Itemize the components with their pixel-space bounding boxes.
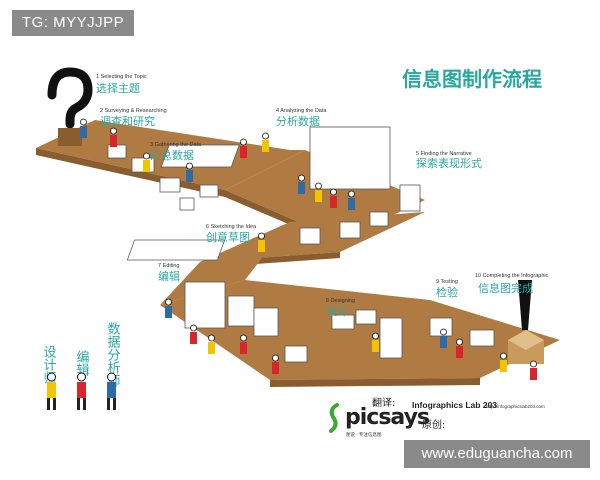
step-4-en: 4 Analyzing the Data bbox=[276, 108, 327, 114]
site-watermark: www.eduguancha.com bbox=[404, 440, 590, 468]
original-by-label: 原创: bbox=[422, 418, 445, 431]
step-7-en: 7 Editing bbox=[158, 263, 179, 269]
person-figure bbox=[272, 354, 279, 374]
person-figure bbox=[190, 324, 197, 344]
role-legend: 设计师 编辑 数据分析师 bbox=[41, 322, 121, 410]
step-6-label: 6 Sketching the Idea 创意草图 bbox=[206, 224, 257, 244]
lab-url: http://infographicslab203.com bbox=[486, 404, 545, 409]
step-5-en: 5 Finding the Narrative bbox=[416, 151, 472, 157]
person-figure bbox=[143, 152, 150, 172]
step-3-cn: 汇总数据 bbox=[150, 148, 194, 162]
step-10-label: 10 Completing the Infographic 信息图完成 bbox=[475, 273, 549, 295]
person-figure bbox=[530, 360, 537, 380]
step-5-label: 5 Finding the Narrative 探索表现形式 bbox=[416, 151, 482, 170]
person-figure bbox=[258, 232, 265, 252]
step-8-cn: 设计 bbox=[326, 305, 348, 318]
analyst-figure bbox=[107, 372, 116, 410]
translated-by-label: 翻译: bbox=[372, 397, 395, 409]
designer-figure bbox=[47, 372, 56, 410]
step-2-label: 2 Surveying & Researching 调查和研究 bbox=[100, 108, 167, 128]
credits: 翻译: picsays 图说 · 专注信息图 Infographics Lab … bbox=[329, 397, 545, 438]
person-figure bbox=[330, 188, 337, 208]
person-figure bbox=[240, 334, 247, 354]
step-6-cn: 创意草图 bbox=[206, 230, 250, 244]
person-figure bbox=[348, 190, 355, 210]
step-7-label: 7 Editing 编辑 bbox=[158, 263, 180, 283]
exclamation-mark-icon bbox=[508, 280, 544, 364]
person-figure bbox=[165, 298, 172, 318]
person-figure bbox=[298, 174, 305, 194]
step-8-label: 8 Designing 设计 bbox=[326, 298, 355, 318]
step-2-cn: 调查和研究 bbox=[100, 114, 155, 128]
step-1-en: 1 Selecting the Topic bbox=[96, 74, 147, 80]
people-figures bbox=[80, 118, 537, 380]
step-4-label: 4 Analyzing the Data 分析数据 bbox=[276, 108, 327, 128]
diagram-title: 信息图制作流程 bbox=[402, 67, 542, 91]
lab-name: Infographics Lab 203 bbox=[412, 400, 497, 410]
person-figure bbox=[240, 138, 247, 158]
role-editor-label: 编辑 bbox=[74, 350, 90, 376]
person-figure bbox=[208, 334, 215, 354]
person-figure bbox=[262, 132, 269, 152]
person-figure bbox=[110, 127, 117, 147]
role-analyst-label: 数据分析师 bbox=[105, 322, 121, 387]
person-figure bbox=[440, 328, 447, 348]
person-figure bbox=[80, 118, 87, 138]
step-5-cn: 探索表现形式 bbox=[416, 156, 482, 170]
step-2-en: 2 Surveying & Researching bbox=[100, 108, 167, 114]
step-9-cn: 检验 bbox=[436, 285, 458, 299]
person-figure bbox=[500, 352, 507, 372]
step-8-en: 8 Designing bbox=[326, 298, 355, 304]
step-9-en: 9 Testing bbox=[436, 279, 458, 285]
picsays-subtitle: 图说 · 专注信息图 bbox=[346, 431, 382, 438]
step-9-label: 9 Testing 检验 bbox=[436, 279, 458, 299]
person-figure bbox=[456, 338, 463, 358]
picsays-logo-icon bbox=[329, 403, 339, 433]
step-10-en: 10 Completing the Infographic bbox=[475, 273, 549, 279]
step-7-cn: 编辑 bbox=[158, 269, 180, 283]
step-3-en: 3 Gathering the Data bbox=[150, 142, 202, 148]
step-6-en: 6 Sketching the Idea bbox=[206, 224, 257, 230]
person-figure bbox=[186, 162, 193, 182]
office-furniture bbox=[107, 126, 495, 363]
editor-figure bbox=[77, 372, 86, 410]
step-10-cn: 信息图完成 bbox=[478, 281, 533, 295]
step-3-label: 3 Gathering the Data 汇总数据 bbox=[150, 142, 202, 162]
person-figure bbox=[372, 332, 379, 352]
question-mark-icon bbox=[47, 67, 93, 146]
telegram-watermark: TG: MYYJJPP bbox=[12, 10, 134, 36]
person-figure bbox=[315, 182, 322, 202]
step-1-label: 1 Selecting the Topic 选择主题 bbox=[96, 74, 147, 95]
picsays-brand: picsays bbox=[345, 405, 430, 430]
step-4-cn: 分析数据 bbox=[276, 114, 320, 128]
step-1-cn: 选择主题 bbox=[96, 81, 140, 95]
